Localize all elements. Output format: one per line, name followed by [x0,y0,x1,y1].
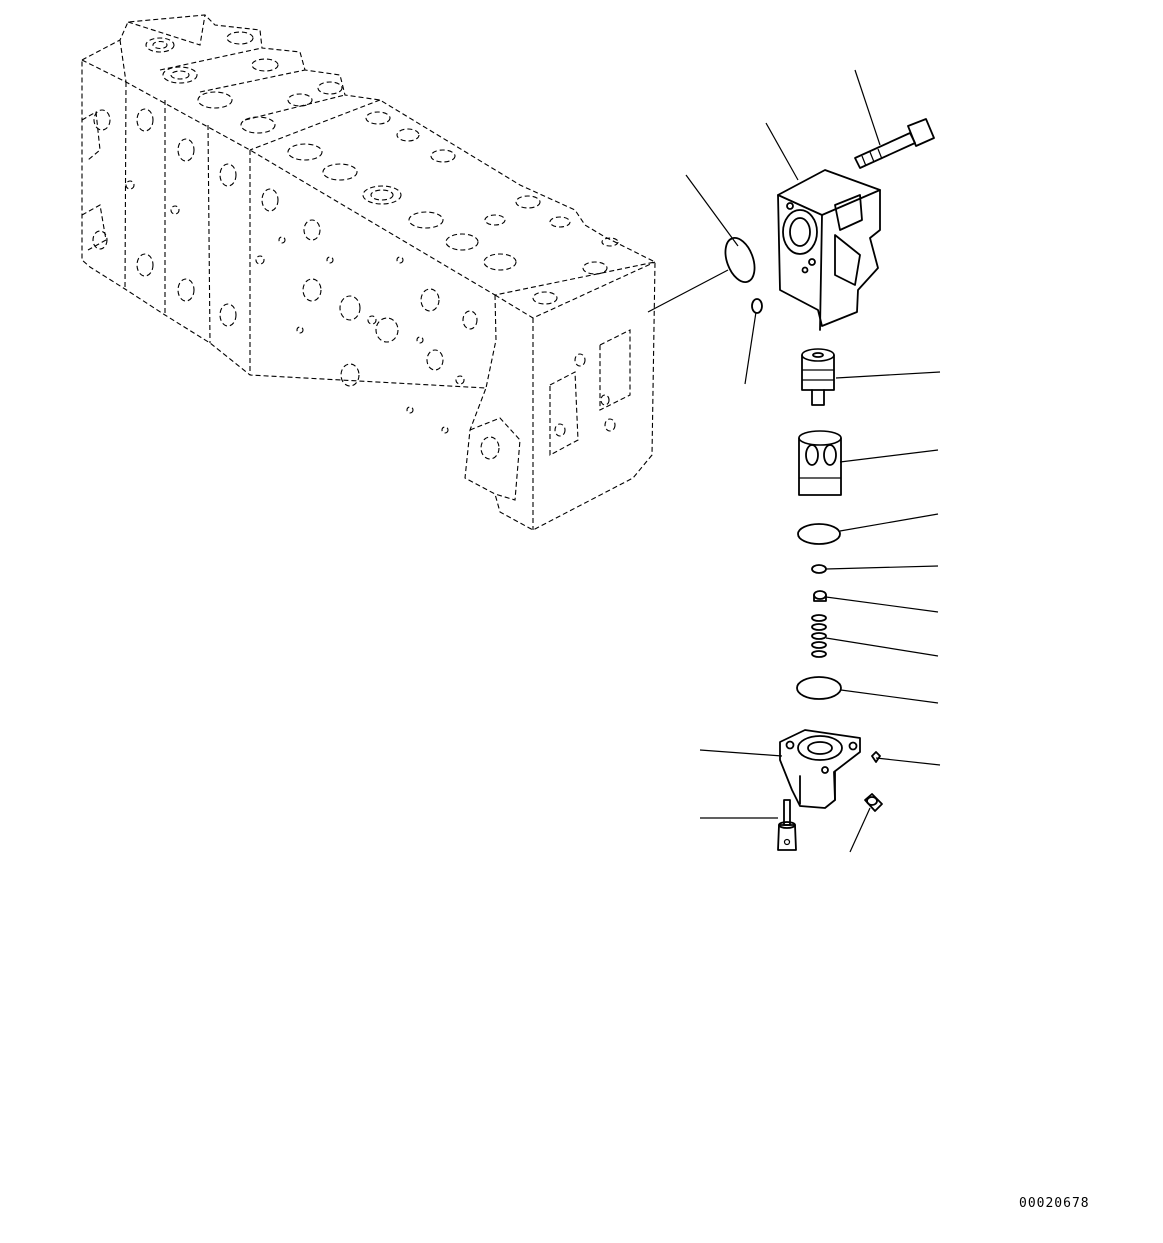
cap-bolt [777,799,797,851]
small-o-ring [751,298,763,314]
valve-housing [777,169,881,331]
backup-ring [811,564,827,574]
seat [813,590,827,602]
o-ring-large [724,237,756,283]
control-valve-body [81,14,656,531]
spring [811,614,827,658]
figure-reference-number: 00020678 [1019,1196,1090,1211]
mounting-bolt [854,118,935,169]
spool [801,348,835,406]
plug [864,793,883,812]
pin [871,751,881,763]
cap [779,729,861,809]
leader-lines [647,69,941,853]
side-holes [92,108,616,460]
sleeve [798,430,842,496]
o-ring [797,523,841,545]
o-ring-cap [796,676,842,700]
port-holes [145,31,619,305]
